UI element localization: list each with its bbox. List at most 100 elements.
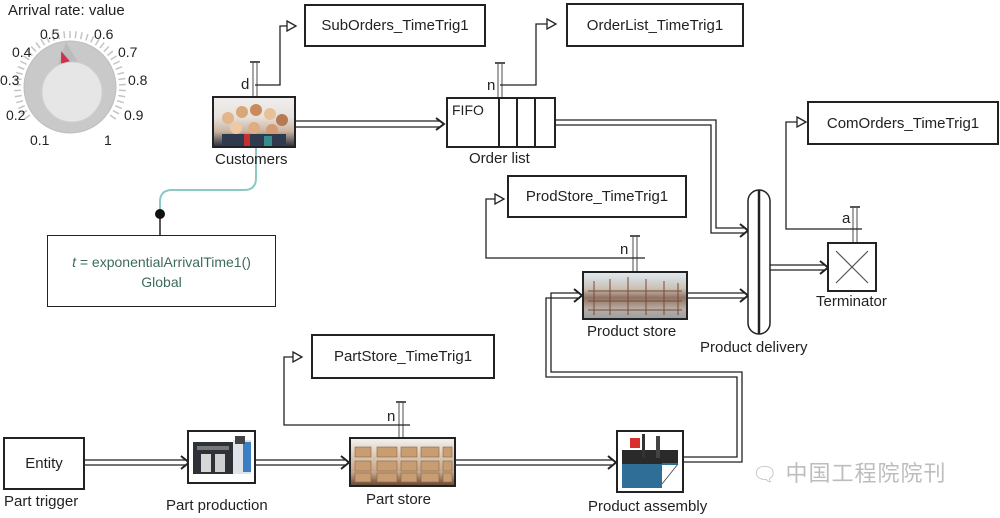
assembly-machine-icon (622, 434, 679, 488)
connector-partstore-assembly (456, 455, 618, 470)
dial-tick-label: 1 (104, 132, 112, 148)
dial-tick (17, 66, 25, 70)
connector-productstore-delivery (688, 288, 750, 303)
product-delivery-label: Product delivery (700, 339, 808, 356)
customers-port-label: d (241, 76, 250, 93)
dial-tick (114, 105, 123, 110)
dial-tick (103, 46, 110, 53)
dial-tick (74, 31, 77, 39)
dial-tick (20, 109, 28, 115)
product-store-port-label: n (620, 241, 629, 258)
order-list-block[interactable] (446, 97, 556, 148)
customers-people-icon (222, 104, 288, 146)
function-expression: t = exponentialArrivalTime1() (48, 252, 275, 272)
dial-pointer (61, 51, 70, 64)
partstore-timetrig-block[interactable]: PartStore_TimeTrig1 (311, 334, 495, 379)
dial-tick (90, 35, 95, 43)
function-call: = exponentialArrivalTime1() (75, 254, 251, 270)
part-production-label: Part production (166, 497, 268, 514)
dial-tick-label: 0.9 (124, 107, 144, 123)
customers-block[interactable] (212, 96, 296, 148)
dial-tick (117, 71, 125, 76)
dial-tick (45, 35, 50, 43)
part-trigger-label: Part trigger (4, 493, 79, 510)
dial-tick (15, 71, 23, 76)
dial-tick (19, 60, 27, 66)
dial-tick-label: 0.8 (128, 72, 148, 88)
part-production-block[interactable] (187, 430, 256, 484)
part-store-port-label: n (387, 408, 396, 425)
dial-tick (57, 32, 61, 40)
watermark: 🗨 中国工程院院刊 (752, 456, 947, 488)
dial-tick-label: 0.4 (12, 44, 32, 60)
arrival-rate-dial[interactable] (14, 31, 126, 134)
product-delivery-block[interactable] (747, 189, 771, 335)
dial-tick-label: 0.2 (6, 107, 26, 123)
customers-label: Customers (215, 151, 288, 168)
signal-link (159, 148, 257, 214)
dial-tick (94, 38, 100, 46)
terminator-label: Terminator (816, 293, 887, 310)
connector-productstore-timetrig (485, 199, 645, 272)
part-store-block[interactable] (349, 437, 456, 487)
dial-tick-label: 0.5 (40, 26, 60, 42)
dial-tick (35, 42, 41, 49)
dial-tick (14, 94, 22, 98)
prodstore-timetrig-block[interactable]: ProdStore_TimeTrig1 (507, 175, 687, 218)
connector-partstore-timetrig (283, 357, 410, 437)
terminator-block[interactable] (827, 242, 877, 292)
part-store-label: Part store (366, 491, 432, 508)
dial-tick (14, 77, 22, 81)
dial-tick (23, 114, 31, 120)
dial-knob[interactable] (41, 61, 103, 123)
dial-tick-label: 0.6 (94, 26, 114, 42)
dial-tick (116, 99, 124, 104)
dial-title: Arrival rate: value (8, 2, 125, 19)
dial-tick (40, 38, 46, 46)
terminator-port-label: a (842, 210, 851, 227)
dial-tick (16, 99, 24, 104)
order-list-label: Order list (469, 150, 530, 167)
arrival-time-function-block[interactable]: t = exponentialArrivalTime1() Global (47, 235, 276, 307)
dial-tick (23, 55, 30, 61)
dial-tick (109, 114, 117, 120)
suborders-timetrig-block[interactable]: SubOrders_TimeTrig1 (304, 4, 486, 47)
dial-tick (51, 33, 55, 41)
dial-tick (63, 31, 66, 39)
connector-orderlist-timetrig (495, 24, 556, 98)
dial-tick-label: 0.7 (118, 44, 138, 60)
watermark-text: 中国工程院院刊 (785, 461, 947, 486)
signal-node-icon (155, 209, 165, 219)
connector-delivery-terminator (770, 260, 830, 275)
orderlist-timetrig-block[interactable]: OrderList_TimeTrig1 (566, 3, 744, 47)
dial-tick (30, 46, 37, 53)
warehouse-shelves-icon (588, 277, 682, 315)
dial-tick-label: 0.3 (0, 72, 20, 88)
dial-tick (79, 32, 83, 40)
order-list-fifo-label: FIFO (452, 102, 484, 118)
dial-tick (17, 105, 26, 110)
product-assembly-label: Product assembly (588, 498, 708, 515)
dial-tick-marks (14, 31, 126, 120)
part-trigger-block[interactable]: Entity (3, 437, 85, 490)
connector-terminator-comorders (785, 122, 862, 243)
function-scope: Global (141, 274, 182, 290)
connector-trigger-production (85, 455, 191, 470)
dial-tick (118, 94, 126, 98)
connector-customers-suborders (250, 26, 296, 97)
dial-tick-label: 0.1 (30, 132, 50, 148)
product-store-block[interactable] (582, 271, 688, 320)
order-list-port-label: n (487, 77, 496, 94)
product-assembly-block[interactable] (616, 430, 684, 493)
comorders-timetrig-block[interactable]: ComOrders_TimeTrig1 (807, 101, 999, 145)
dial-tick (26, 50, 33, 57)
dial-tick (112, 109, 120, 115)
wechat-icon: 🗨 (752, 464, 779, 486)
dial-tick (115, 66, 123, 70)
dial-tick (113, 60, 121, 66)
boxes-shelves-icon (354, 446, 453, 483)
connector-production-partstore (256, 455, 351, 470)
function-variable: t (72, 254, 76, 270)
product-store-label: Product store (587, 323, 677, 340)
